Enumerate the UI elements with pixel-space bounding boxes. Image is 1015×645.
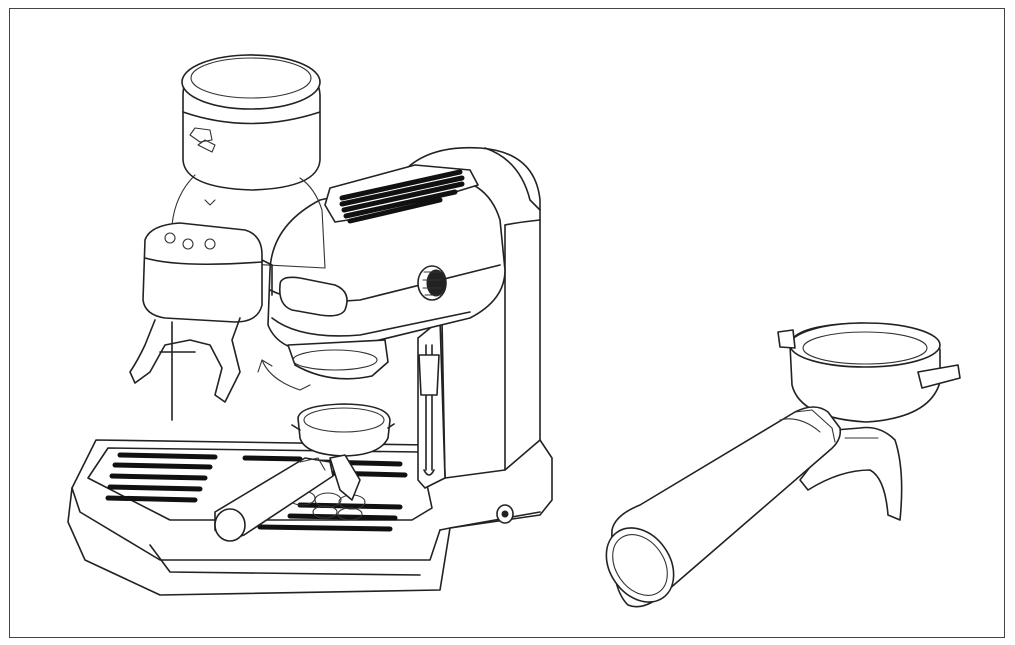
portafilter <box>605 322 961 608</box>
control-knob-icon <box>417 265 447 301</box>
rotation-arrow <box>261 359 311 391</box>
grinder-head <box>129 222 273 421</box>
group-head <box>267 176 506 380</box>
espresso-machine <box>67 54 553 596</box>
steam-wand <box>418 344 440 476</box>
bean-hopper <box>169 54 326 269</box>
cup-warmer-vent <box>324 164 479 224</box>
drip-tray-grille <box>105 452 408 532</box>
attached-portafilter <box>214 403 395 542</box>
power-button-icon <box>496 504 514 524</box>
